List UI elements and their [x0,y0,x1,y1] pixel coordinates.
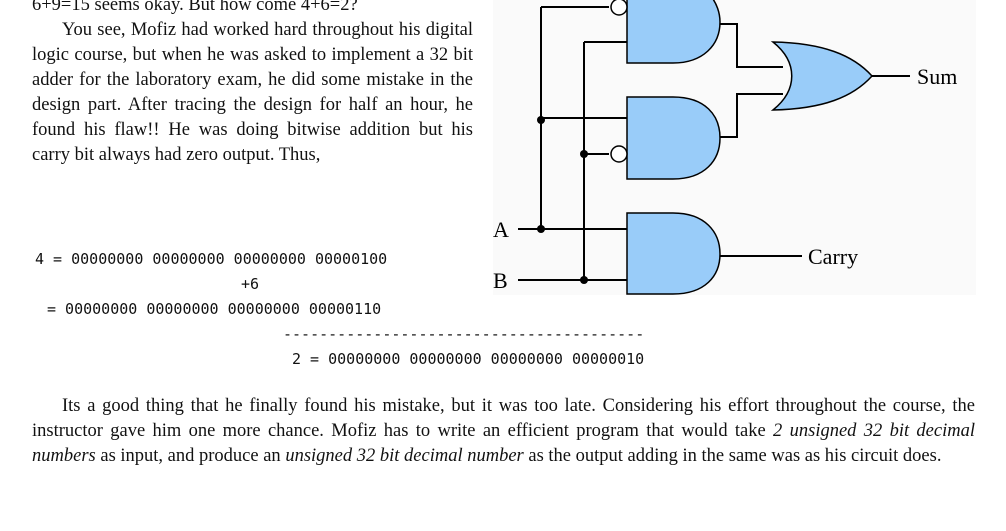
calc-result: 2 = 00000000 00000000 00000000 00000010 [292,350,645,368]
input-a-label: A [493,217,509,242]
sum-label: Sum [917,64,957,89]
intro-paragraph: You see, Mofiz had worked hard throughou… [32,20,473,165]
intro-line: 6+9=15 seems okay. But how come 4+6=2? [32,0,358,15]
not-bubble [610,145,628,163]
half-adder-circuit-diagram: A B Sum Carry [493,0,976,295]
and-gate-1 [626,0,721,64]
conclusion-text: Its a good thing that he finally found h… [32,396,975,441]
conclusion-paragraph: Its a good thing that he finally found h… [32,394,975,469]
calc-line-6: = 00000000 00000000 00000000 00000110 [47,300,382,318]
and-gate-2 [626,96,721,180]
and-gate-3 [626,212,721,295]
calc-line-4: 4 = 00000000 00000000 00000000 00000100 [35,250,388,268]
input-b-label: B [493,268,508,293]
conclusion-emphasis: 2 unsigned 32 bit decimal numbers [32,421,975,466]
not-bubble [610,0,628,16]
junction-dot [537,116,545,124]
junction-dot [537,225,545,233]
calc-line-plus6: +6 [241,275,260,293]
conclusion-text: as input, and produce an [95,446,286,466]
conclusion-emphasis: unsigned 32 bit decimal number [285,446,524,466]
or-gate [770,41,874,111]
conclusion-text: as the output adding in the same was as … [523,446,942,466]
junction-dot [580,150,588,158]
junction-dot [580,276,588,284]
calc-separator: ---------------------------------------- [283,325,645,343]
carry-label: Carry [808,244,858,269]
intro-text: 6+9=15 seems okay. But how come 4+6=2? Y… [32,0,473,168]
